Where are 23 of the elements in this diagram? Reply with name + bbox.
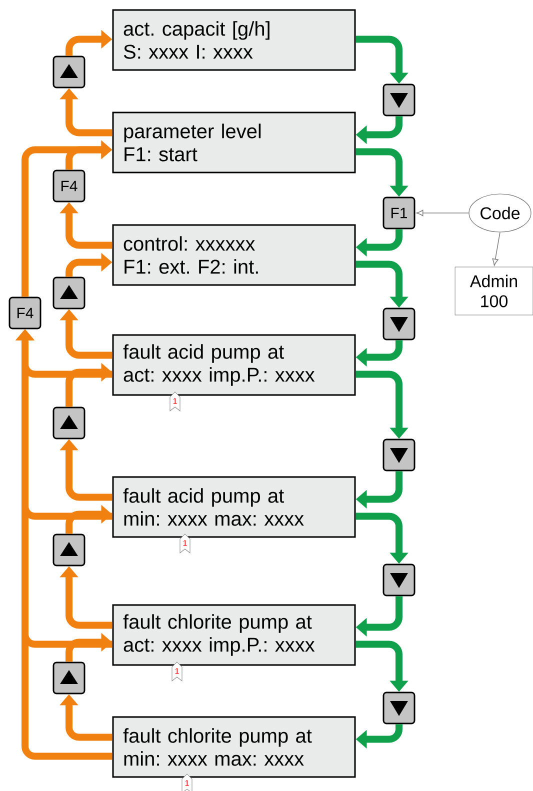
up-key [52, 56, 86, 88]
down-key [382, 308, 416, 340]
arrow [416, 210, 470, 216]
up-key [52, 534, 86, 566]
down-key [382, 564, 416, 596]
function-key: F4 [52, 170, 86, 202]
display-screen: fault acid pump at min: xxxx max: xxxx [112, 476, 356, 538]
down-key [382, 84, 416, 116]
display-screen: fault chlorite pump at act: xxxx imp.P.: xxxx [112, 604, 356, 666]
function-key: F1 [382, 196, 416, 230]
function-key: F4 [8, 296, 42, 330]
arrow [492, 232, 500, 266]
up-key [52, 276, 86, 310]
display-screen: fault chlorite pump at min: xxxx max: xxxx [112, 716, 356, 778]
display-screen: act. capacit [g/h] S: xxxx I: xxxx [112, 9, 356, 71]
info-box: Admin 100 [454, 266, 533, 316]
up-key [52, 406, 86, 440]
display-screen: control: xxxxxx F1: ext. F2: int. [112, 224, 356, 286]
up-key [52, 662, 86, 694]
down-key [382, 438, 416, 472]
display-screen: parameter level F1: start [112, 112, 356, 174]
display-screen: fault acid pump at act: xxxx imp.P.: xxxx [112, 334, 356, 396]
down-key [382, 692, 416, 724]
